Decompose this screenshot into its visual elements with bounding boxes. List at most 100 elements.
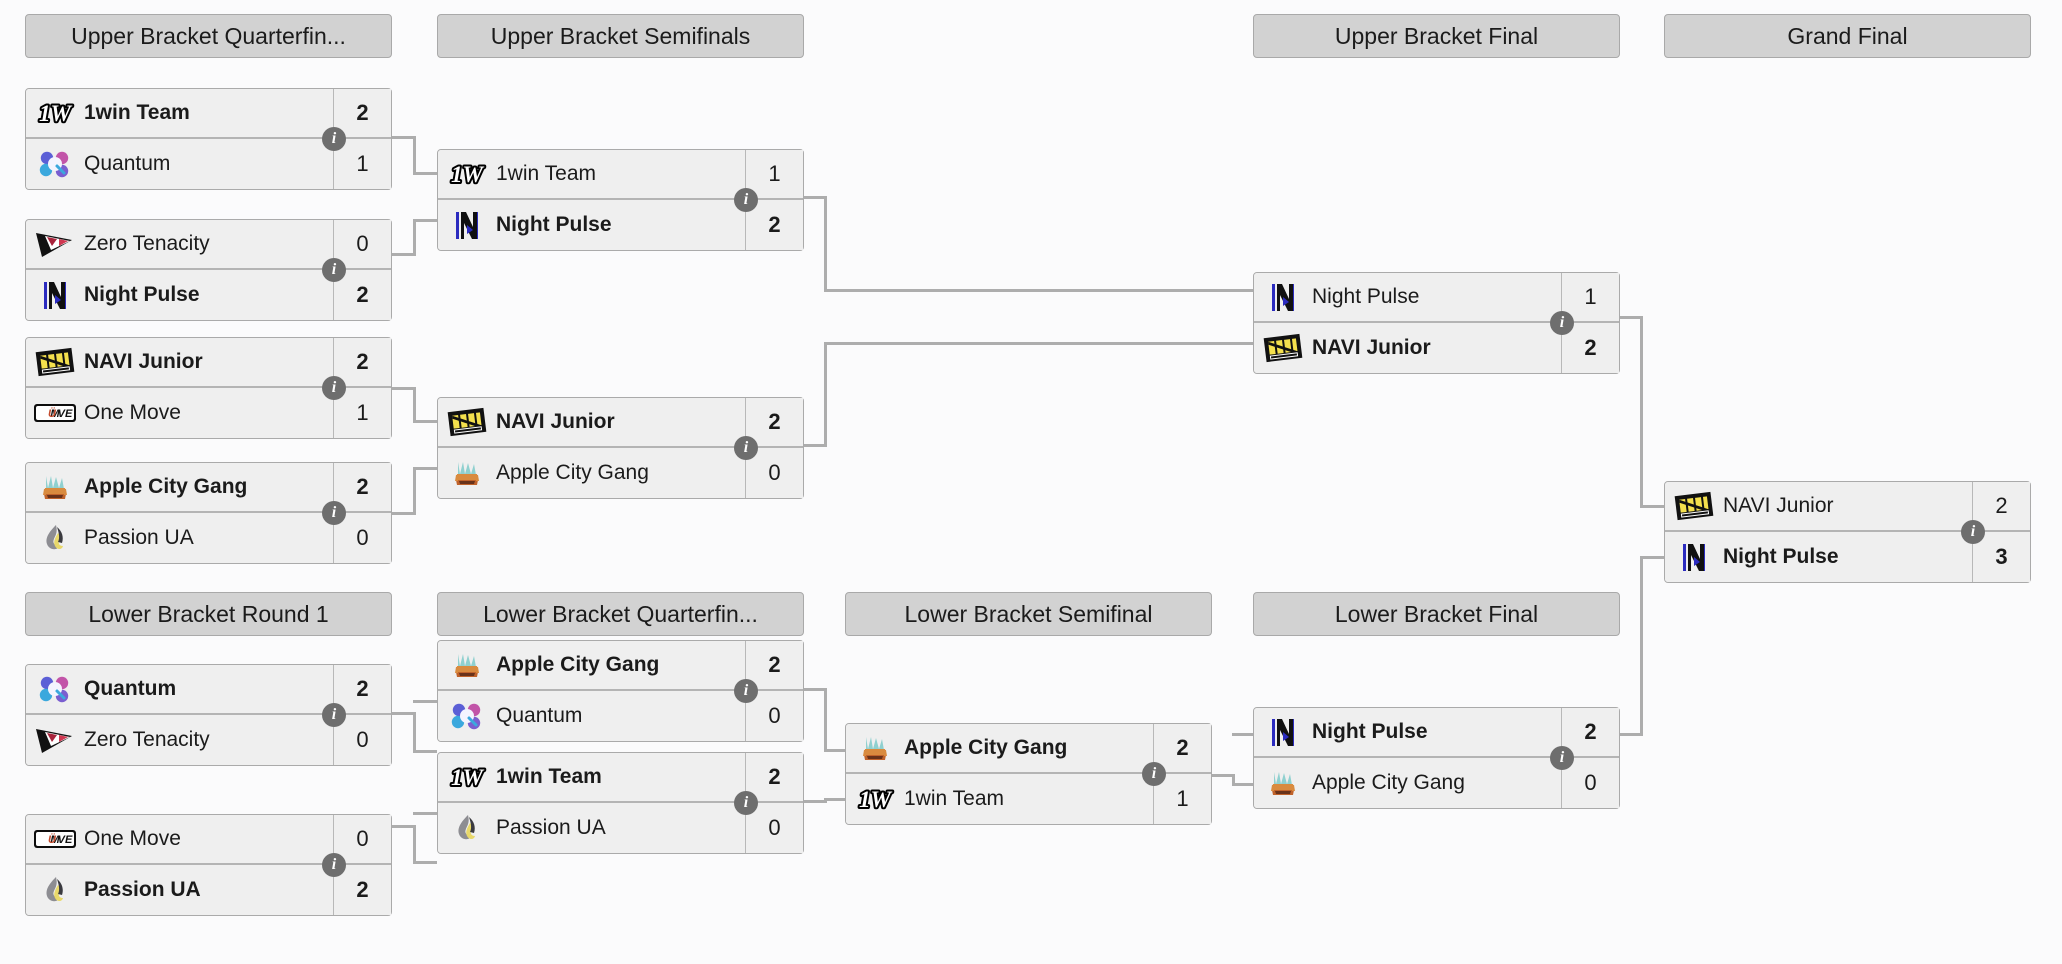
round-header-upper-bracket-quarterfinals[interactable]: Upper Bracket Quarterfin... (25, 14, 392, 58)
match-row-bottom[interactable]: Night Pulse 2 (438, 200, 803, 250)
info-icon[interactable]: i (322, 258, 346, 282)
svg-text:M: M (50, 408, 60, 420)
svg-text:1W: 1W (39, 101, 73, 126)
info-icon[interactable]: i (1961, 520, 1985, 544)
round-header-lower-bracket-quarterfinals[interactable]: Lower Bracket Quarterfin... (437, 592, 804, 636)
svg-text:1W: 1W (451, 162, 485, 187)
match-row-bottom[interactable]: Passion UA 0 (26, 513, 391, 563)
connector (392, 712, 416, 715)
team-score: 0 (1561, 758, 1619, 808)
team-score: 2 (333, 463, 391, 511)
info-icon[interactable]: i (734, 679, 758, 703)
team-name: Night Pulse (1312, 285, 1420, 308)
team-name: Night Pulse (1312, 720, 1428, 743)
round-header-upper-bracket-final[interactable]: Upper Bracket Final (1253, 14, 1620, 58)
match-lower-bracket-final[interactable]: Night Pulse 2 Apple City Gang 0 i (1253, 707, 1620, 809)
match-lbqf1[interactable]: Apple City Gang 2 Quantum 0 i (437, 640, 804, 742)
team-name: Apple City Gang (1312, 771, 1465, 794)
connector (1640, 316, 1643, 508)
round-header-label: Lower Bracket Semifinal (904, 600, 1153, 627)
team-score: 2 (1561, 708, 1619, 756)
svg-text:1W: 1W (451, 765, 485, 790)
team-score: 1 (333, 388, 391, 438)
match-grand-final[interactable]: NAVI Junior 2 Night Pulse 3 i (1664, 481, 2031, 583)
info-icon[interactable]: i (734, 436, 758, 460)
round-header-upper-bracket-semifinals[interactable]: Upper Bracket Semifinals (437, 14, 804, 58)
svg-text:1W: 1W (39, 101, 73, 126)
connector (824, 749, 845, 752)
team-score: 0 (333, 220, 391, 268)
apple-logo (852, 731, 898, 765)
connector (413, 387, 416, 423)
team-score: 2 (1561, 323, 1619, 373)
connector (804, 444, 827, 447)
round-header-label: Lower Bracket Quarterfin... (483, 600, 758, 627)
info-icon[interactable]: i (1142, 762, 1166, 786)
round-header-grand-final[interactable]: Grand Final (1664, 14, 2031, 58)
team-name: 1win Team (84, 101, 190, 124)
connector (1232, 774, 1235, 786)
match-lbr1a[interactable]: Quantum 2 Zero Tenacity 0 i (25, 664, 392, 766)
match-row-top[interactable]: Apple City Gang 2 (26, 463, 391, 513)
round-header-lower-bracket-round-1[interactable]: Lower Bracket Round 1 (25, 592, 392, 636)
quantum-logo (32, 672, 78, 706)
info-icon[interactable]: i (322, 127, 346, 151)
team-name: Zero Tenacity (84, 232, 210, 255)
team-score: 2 (1153, 724, 1211, 772)
info-icon[interactable]: i (734, 791, 758, 815)
connector (824, 688, 827, 752)
match-row-top[interactable]: NAVI Junior 2 (26, 338, 391, 388)
match-row-top[interactable]: Zero Tenacity 0 (26, 220, 391, 270)
team-name: Apple City Gang (496, 461, 649, 484)
connector (413, 825, 416, 863)
info-icon[interactable]: i (1550, 746, 1574, 770)
team-name: Passion UA (496, 816, 606, 839)
match-row-bottom[interactable]: Zero Tenacity 0 (26, 715, 391, 765)
connector (413, 172, 437, 175)
team-name: 1win Team (496, 765, 602, 788)
connector (1232, 783, 1253, 786)
connector (413, 712, 416, 753)
connector (1212, 774, 1235, 777)
connector (824, 342, 827, 447)
team-name: Apple City Gang (904, 736, 1068, 759)
round-header-lower-bracket-final[interactable]: Lower Bracket Final (1253, 592, 1620, 636)
match-ubqf2[interactable]: Zero Tenacity 0 Night Pulse 2 i (25, 219, 392, 321)
team-name: NAVI Junior (496, 410, 615, 433)
match-upper-bracket-final[interactable]: Night Pulse 1 NAVI Junior 2 i (1253, 272, 1620, 374)
match-ubsf2[interactable]: NAVI Junior 2 Apple City Gang 0 i (437, 397, 804, 499)
info-icon[interactable]: i (322, 853, 346, 877)
info-icon[interactable]: i (322, 376, 346, 400)
connector (413, 750, 437, 753)
connector (1232, 733, 1253, 736)
round-header-lower-bracket-semifinal[interactable]: Lower Bracket Semifinal (845, 592, 1212, 636)
info-icon[interactable]: i (322, 501, 346, 525)
info-icon[interactable]: i (734, 188, 758, 212)
team-score: 2 (333, 270, 391, 320)
passion-logo (32, 521, 78, 555)
team-score: 1 (745, 150, 803, 198)
info-icon[interactable]: i (1550, 311, 1574, 335)
team-name: NAVI Junior (1312, 336, 1431, 359)
nightpulse-logo (32, 278, 78, 312)
connector (804, 800, 827, 803)
match-row-bottom[interactable]: NAVI Junior 2 (1254, 323, 1619, 373)
info-icon[interactable]: i (322, 703, 346, 727)
zero-logo (32, 723, 78, 757)
match-row-top[interactable]: NAVI Junior 2 (1665, 482, 2030, 532)
team-score: 2 (745, 753, 803, 801)
match-ubqf4[interactable]: Apple City Gang 2 Passion UA 0 i (25, 462, 392, 564)
